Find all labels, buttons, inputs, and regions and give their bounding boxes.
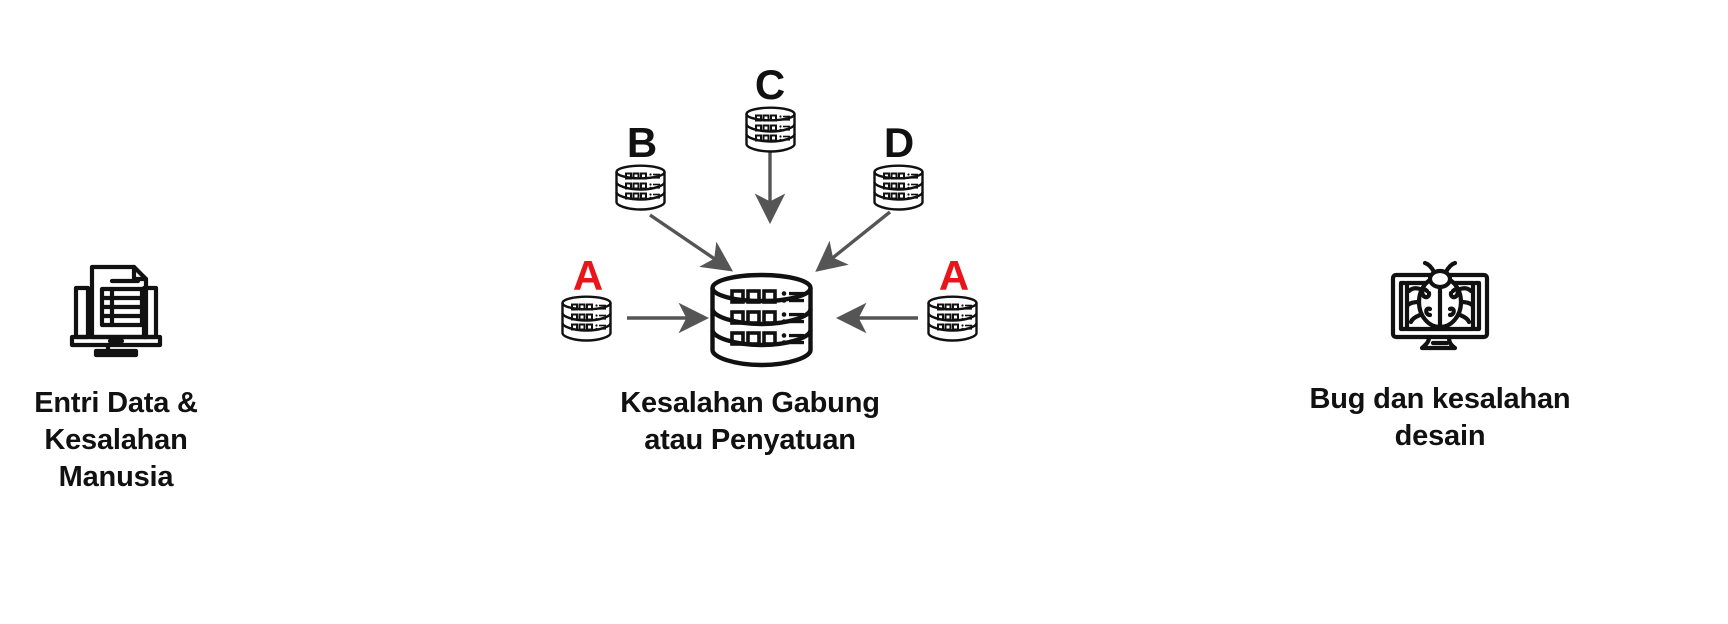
db-node-d [870,164,927,212]
right-caption-line1: Bug dan kesalahan [1309,383,1571,415]
left-caption-line3: Manusia [58,461,174,493]
database-icon [745,106,796,153]
database-icon [561,295,612,342]
database-icon [873,164,924,211]
db-label-a-right: A [938,252,970,299]
bug-monitor-icon [1381,255,1499,355]
center-caption-line2: atau Penyatuan [644,424,856,456]
database-icon [615,164,666,211]
db-node-merged-target [703,272,820,370]
arrow-d-to-center [815,210,892,272]
left-caption-line2: Kesalahan [44,424,188,456]
db-node-c [742,106,799,154]
left-concept-block: Entri Data & Kesalahan Manusia [0,255,232,496]
db-node-a-left [558,295,615,343]
right-caption: Bug dan kesalahan desain [1310,381,1571,455]
db-label-c: C [754,61,786,108]
center-caption: Kesalahan Gabung atau Penyatuan [500,385,1000,459]
document-monitor-icon [62,255,170,359]
db-label-a-left: A [572,252,604,299]
left-caption-line1: Entri Data & [34,387,198,419]
right-caption-line2: desain [1394,420,1486,452]
db-label-b: B [626,119,658,166]
center-caption-line1: Kesalahan Gabung [620,387,880,419]
left-caption: Entri Data & Kesalahan Manusia [34,385,198,496]
right-concept-block: Bug dan kesalahan desain [1300,255,1580,455]
db-node-b [612,164,669,212]
database-icon [710,272,813,368]
db-node-a-right [924,295,981,343]
db-label-d: D [883,119,915,166]
database-icon [927,295,978,342]
arrow-b-to-center [649,213,734,272]
